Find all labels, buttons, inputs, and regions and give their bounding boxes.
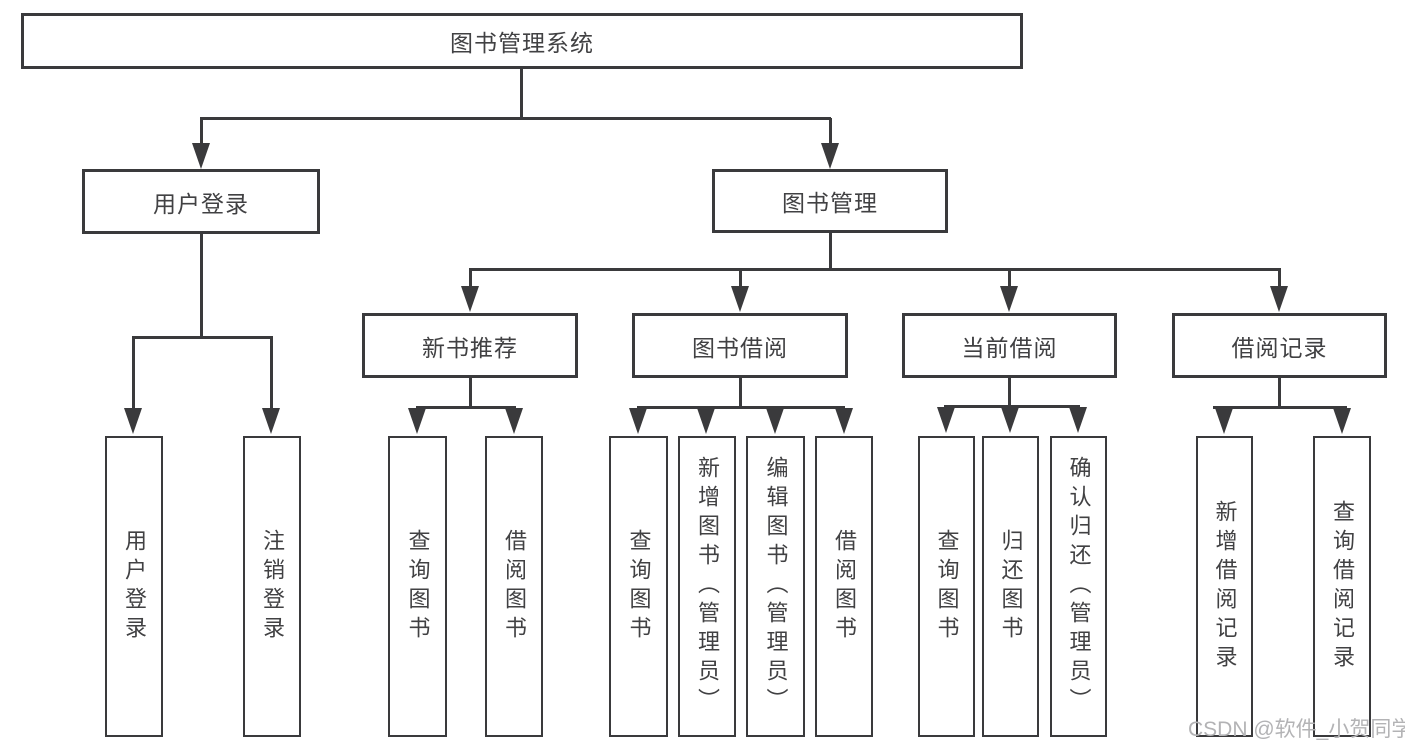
arrow-down-marker [697,408,715,434]
connector-records-branch [1213,406,1347,409]
arrow-down-marker [461,286,479,312]
leaf-borrow-edit-books-admin-label: 编辑图书（管理员） [763,456,789,717]
leaf-borrow-add-books-admin-label: 新增图书（管理员） [695,456,720,717]
node-book-borrow: 图书借阅 [632,313,848,378]
connector-recommend-branch [416,406,516,409]
connector-leaf-stem [132,337,135,408]
node-new-book-recommend-label: 新书推荐 [422,334,518,361]
arrow-down-marker [505,408,523,434]
connector-borrow-branch [637,406,845,409]
connector-root-stem [520,68,523,118]
node-current-borrow: 当前借阅 [902,313,1117,378]
leaf-records-query: 查询借阅记录 [1313,436,1371,737]
connector-root-branch [200,117,831,120]
node-new-book-recommend: 新书推荐 [362,313,578,378]
arrow-down-marker [262,408,280,434]
connector-recommend-trunk [469,377,472,408]
leaf-borrow-query-books-label: 查询图书 [626,528,652,645]
node-borrow-records-label: 借阅记录 [1231,334,1328,361]
connector-book-mgmt-stem [829,118,832,144]
leaf-recommend-borrow-books: 借阅图书 [485,436,543,737]
arrow-down-marker [408,408,426,434]
connector-current-trunk [1008,377,1011,407]
leaf-recommend-query-books: 查询图书 [388,436,447,737]
leaf-borrow-add-books-admin: 新增图书（管理员） [678,436,736,737]
leaf-current-return-books-label: 归还图书 [998,528,1024,645]
connector-level3-stem [469,269,472,286]
leaf-current-return-books: 归还图书 [982,436,1039,737]
leaf-recommend-query-books-label: 查询图书 [405,528,431,645]
node-current-borrow-label: 当前借阅 [961,334,1058,361]
leaf-borrow-query-books: 查询图书 [609,436,668,737]
leaf-logout-label: 注销登录 [260,528,285,645]
node-user-login: 用户登录 [82,169,320,234]
leaf-records-add-label: 新增借阅记录 [1212,499,1238,674]
arrow-down-marker [192,143,210,169]
connector-records-trunk [1278,377,1281,408]
node-root-label: 图书管理系统 [450,30,594,56]
csdn-watermark: CSDN @软件_小贺同学 [1188,718,1405,741]
node-root: 图书管理系统 [21,13,1023,69]
connector-leaf-stem [270,337,273,408]
leaf-logout: 注销登录 [243,436,301,737]
leaf-recommend-borrow-books-label: 借阅图书 [502,528,527,645]
arrow-down-marker [835,408,853,434]
node-book-borrow-label: 图书借阅 [692,334,788,361]
connector-level3-stem [1008,269,1011,286]
arrow-down-marker [937,407,955,433]
leaf-borrow-edit-books-admin: 编辑图书（管理员） [746,436,805,737]
node-book-management: 图书管理 [712,169,948,233]
leaf-borrow-borrow-books: 借阅图书 [815,436,873,737]
connector-user-login-stem [200,118,203,144]
leaf-records-add: 新增借阅记录 [1196,436,1253,737]
leaf-borrow-borrow-books-label: 借阅图书 [832,528,857,645]
arrow-down-marker [629,408,647,434]
arrow-down-marker [731,286,749,312]
arrow-down-marker [1001,407,1019,433]
connector-user-login-trunk [200,233,203,337]
connector-book-mgmt-branch [469,268,1281,271]
arrow-down-marker [1270,286,1288,312]
leaf-records-query-label: 查询借阅记录 [1330,499,1355,674]
node-book-management-label: 图书管理 [782,190,878,216]
connector-level3-stem [739,269,742,286]
arrow-down-marker [124,408,142,434]
arrow-down-marker [1069,407,1087,433]
connector-current-branch [944,405,1080,408]
leaf-current-confirm-return-admin-label: 确认归还（管理员） [1066,456,1092,717]
leaf-current-query-books-label: 查询图书 [934,528,960,645]
arrow-down-marker [766,408,784,434]
arrow-down-marker [1000,286,1018,312]
arrow-down-marker [1215,408,1233,434]
connector-borrow-trunk [739,377,742,408]
node-user-login-label: 用户登录 [153,190,249,217]
connector-level3-stem [1278,269,1281,286]
connector-book-mgmt-trunk [829,233,832,269]
leaf-user-login: 用户登录 [105,436,163,737]
leaf-current-query-books: 查询图书 [918,436,975,737]
arrow-down-marker [821,143,839,169]
leaf-current-confirm-return-admin: 确认归还（管理员） [1050,436,1107,737]
arrow-down-marker [1333,408,1351,434]
connector-user-login-branch [132,336,273,339]
leaf-user-login-label: 用户登录 [122,528,147,645]
node-borrow-records: 借阅记录 [1172,313,1387,378]
